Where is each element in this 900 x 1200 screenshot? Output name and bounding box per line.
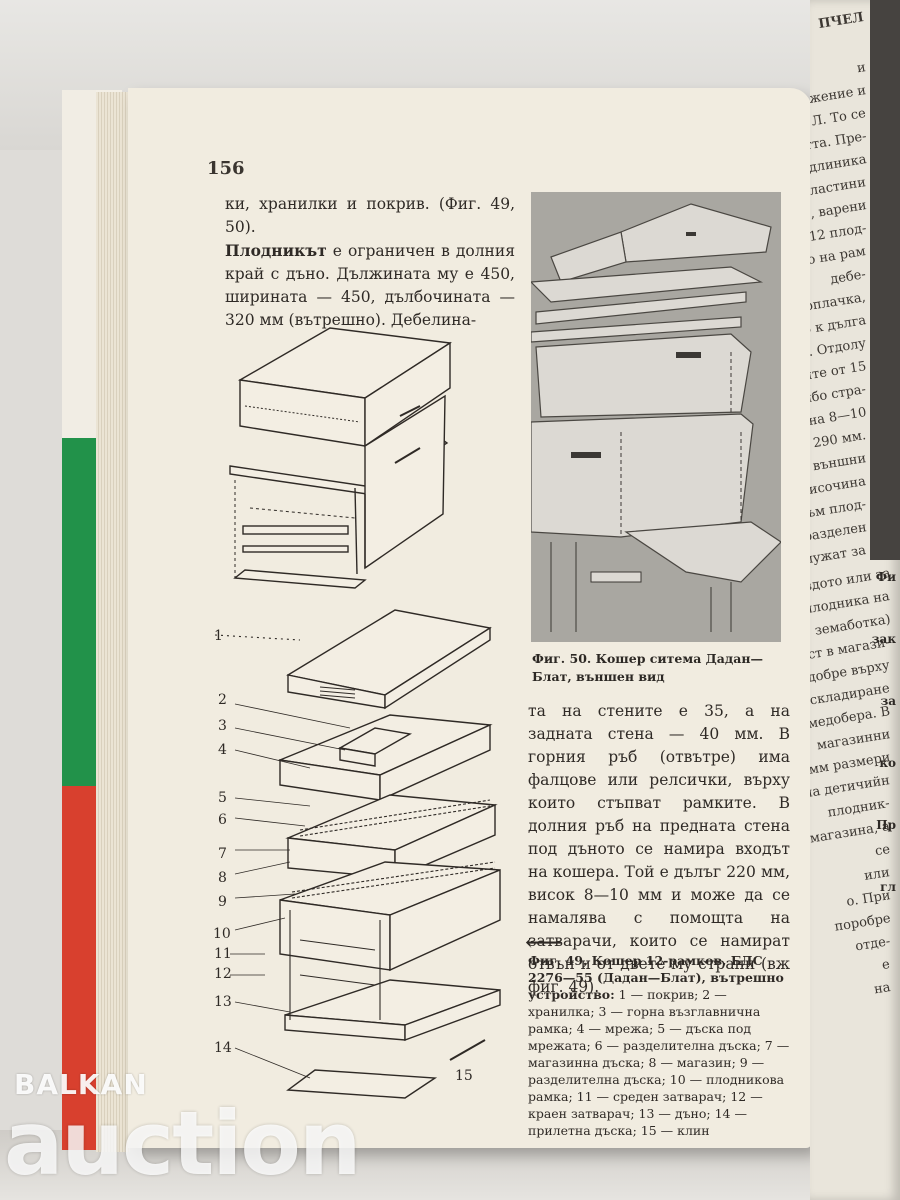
- figure-50-photo: [531, 192, 781, 642]
- next-page-line: плодник-: [826, 796, 892, 821]
- paragraph-text: е ограничен в долния край с дъно. Дължин…: [225, 242, 515, 329]
- paragraph-brood-box: Плодникът е ограничен в долния край с дъ…: [225, 239, 515, 332]
- next-page-line: разделен: [810, 520, 868, 545]
- next-page-line: в 12 плод-: [810, 221, 868, 247]
- paragraph-continuation: ки, хранилки и покрив. (Фиг. 49, 50).: [225, 195, 515, 236]
- left-column-text: ки, хранилки и покрив. (Фиг. 49, 50). Пл…: [225, 193, 515, 332]
- next-page-line: 25 к дълга: [810, 313, 868, 340]
- part-number-1: 1: [214, 628, 223, 644]
- part-number-3: 3: [218, 718, 227, 734]
- next-page-line: дебе-: [829, 267, 868, 288]
- next-page-line: се: [874, 842, 892, 860]
- next-page-photo: [870, 0, 900, 560]
- watermark-bottom: auction: [4, 1092, 362, 1195]
- next-page-line: на: [872, 980, 892, 998]
- next-page-line: ето на рам: [810, 244, 868, 271]
- cover-stripe-green: [62, 438, 96, 786]
- next-page-caption-fragment: гл: [880, 880, 896, 894]
- next-page-header: ПЧЕЛ: [817, 10, 866, 33]
- part-number-2: 2: [218, 692, 227, 708]
- watermark-top: BALKAN: [14, 1068, 148, 1101]
- paragraph-walls: та на стените е 35, а на задната стена —…: [528, 702, 790, 996]
- bold-term: Плодникът: [225, 241, 327, 260]
- figure-50-caption: Фиг. 50. Кошер ситема Дадан—Блат, външен…: [532, 651, 763, 684]
- next-page-line: магазинни: [815, 727, 892, 754]
- part-number-7: 7: [218, 846, 227, 862]
- part-number-4: 4: [218, 742, 227, 758]
- page-edges: [96, 92, 130, 1152]
- next-page-caption-fragment: Пр: [876, 818, 896, 832]
- next-page-line: кой служат за: [810, 543, 868, 573]
- next-page-line: и: [856, 60, 868, 77]
- part-number-5: 5: [218, 790, 227, 806]
- next-page-line: стта. Пре-: [810, 129, 868, 155]
- next-page-line: отде-: [854, 934, 892, 955]
- part-number-8: 8: [218, 870, 227, 886]
- caption-body: 1 — покрив; 2 — хранилка; 3 — горна възг…: [528, 987, 790, 1138]
- caption-lead: Фиг. 49. Кошер 12-рамков, БДС 2276—55 (Д…: [528, 953, 784, 1002]
- part-number-13: 13: [214, 994, 232, 1010]
- part-number-10: 10: [213, 926, 231, 942]
- part-number-12: 12: [214, 966, 232, 982]
- part-number-14: 14: [214, 1040, 232, 1056]
- cover-stripe-red: [62, 786, 96, 1150]
- part-number-6: 6: [218, 812, 227, 828]
- part-number-11: 11: [214, 946, 232, 962]
- next-page-caption-fragment: Фи: [875, 570, 896, 584]
- next-page-line: са. Отдолу: [810, 336, 868, 363]
- next-page-caption-fragment: зак: [871, 632, 896, 646]
- next-page-caption-fragment: за: [880, 694, 896, 708]
- figure-49-caption: Фиг. 49. Кошер 12-рамков, БДС 2276—55 (Д…: [528, 952, 790, 1139]
- next-page-line: е: [881, 957, 892, 974]
- next-page-line: Л. То се: [810, 106, 868, 130]
- figure-49-exploded-view: [214, 609, 501, 1099]
- part-number-9: 9: [218, 894, 227, 910]
- next-page-line: поробре: [833, 911, 892, 935]
- right-column-text: та на стените е 35, а на задната стена —…: [528, 700, 790, 999]
- cover-stripe-white: [62, 90, 96, 440]
- figure-49-assembled-hive: [229, 327, 452, 589]
- next-page-caption-fragment: ко: [879, 756, 896, 770]
- next-page-line: складиране: [810, 681, 892, 709]
- next-page-line: тъжение и: [810, 83, 868, 110]
- left-arrow-icon: ⟵: [525, 928, 563, 958]
- page-number: 156: [207, 158, 245, 179]
- part-number-15: 15: [455, 1068, 473, 1084]
